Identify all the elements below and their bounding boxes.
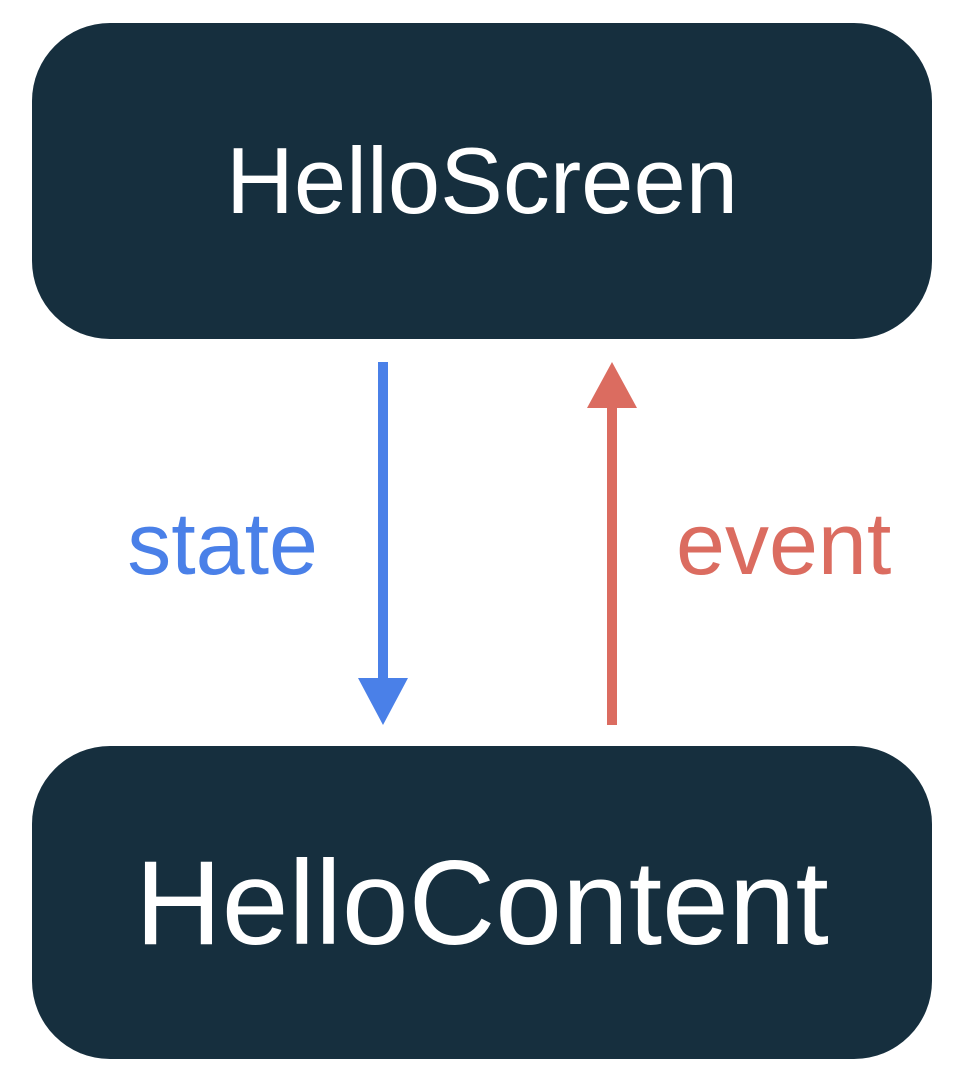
- event-arrow-up-icon: [587, 362, 637, 408]
- state-arrow-down-icon: [358, 678, 408, 725]
- state-edge-label: state: [127, 494, 318, 593]
- state-arrow-shaft: [378, 362, 388, 679]
- node-hello-screen: HelloScreen: [32, 23, 932, 339]
- event-arrow-shaft: [607, 407, 617, 725]
- event-edge-label: event: [676, 494, 892, 593]
- node-hello-screen-label: HelloScreen: [225, 128, 739, 233]
- node-hello-content: HelloContent: [32, 746, 932, 1059]
- node-hello-content-label: HelloContent: [135, 835, 829, 970]
